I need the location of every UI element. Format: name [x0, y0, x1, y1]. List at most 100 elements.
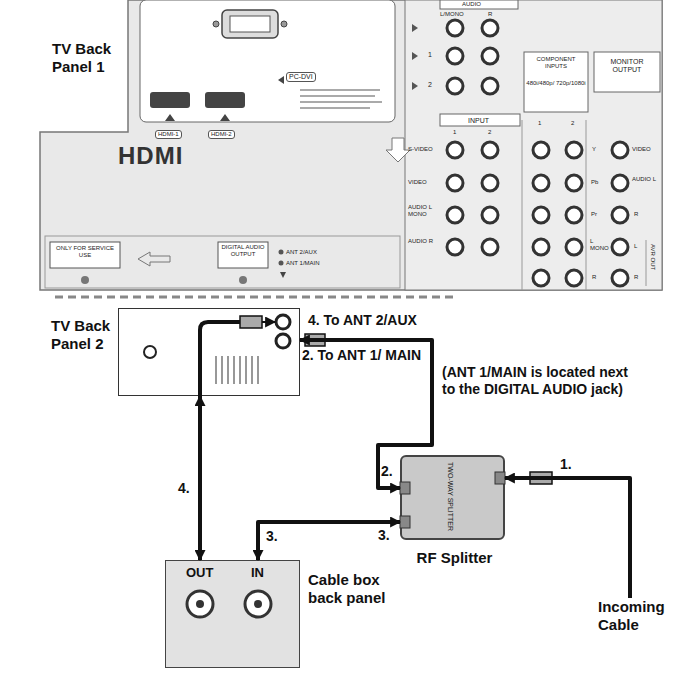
vent-slots — [216, 356, 258, 384]
hollow-arrow — [138, 252, 170, 266]
rca-jack — [566, 207, 582, 223]
panel-label: L/MONO — [440, 11, 464, 18]
rca-jack — [612, 175, 628, 191]
rca-jack — [482, 175, 498, 191]
f-connector — [530, 472, 552, 484]
coax-cable — [258, 522, 400, 560]
panel-label: 2 — [428, 81, 432, 89]
rca-jack — [482, 207, 498, 223]
step-label: 2. To ANT 1/ MAIN — [302, 347, 421, 364]
pc-input-area — [140, 0, 395, 122]
hdmi-port — [205, 92, 245, 108]
hollow-arrow — [386, 138, 410, 162]
panel-label: R — [634, 274, 638, 281]
rca-jack — [482, 239, 498, 255]
rca-jack — [612, 142, 628, 158]
rca-jack — [612, 239, 628, 255]
pointer-arrow — [280, 272, 286, 278]
cable-box: Cable box back panel — [165, 560, 300, 668]
header-box — [440, 0, 518, 9]
node-title: Cable box back panel — [308, 571, 403, 607]
rca-jack — [533, 207, 549, 223]
panel-label: AUDIO R — [408, 238, 440, 245]
panel-label: Pb — [591, 179, 598, 186]
tv-back-panel: TV Back Panel 2 — [118, 308, 300, 396]
panel-label: VIDEO — [408, 179, 440, 186]
panel-label: (ANT 1/MAIN is located next to the DIGIT… — [442, 364, 642, 398]
panel-label: 1 — [453, 129, 456, 136]
node-title: TV Back Panel 2 — [51, 317, 117, 353]
panel-label: S-VIDEO — [408, 146, 440, 153]
panel-label: HDMI-2 — [208, 130, 235, 139]
pointer-arrow — [165, 114, 230, 121]
digital-audio-box — [218, 242, 268, 268]
rca-jack — [533, 270, 549, 286]
panel-label: 2 — [571, 120, 574, 127]
panel-label: PC-DVI — [286, 72, 316, 82]
f-connector — [305, 334, 325, 346]
panel-label: 480i/480p/ 720p/1080i — [526, 80, 586, 87]
box-jack-pin — [254, 600, 262, 608]
panel-label: INPUT — [468, 117, 489, 125]
panel-label: MONITOR OUTPUT — [596, 58, 658, 73]
antenna-jack — [276, 315, 290, 329]
dvi-socket — [230, 16, 270, 32]
splitter-port — [495, 472, 505, 484]
panel-label: Y — [592, 146, 596, 153]
panel-jack — [144, 346, 156, 358]
panel-label: ONLY FOR SERVICE USE — [52, 245, 118, 258]
step-label: 1. — [560, 456, 572, 473]
rca-jack — [447, 207, 463, 223]
panel-outline — [40, 0, 662, 290]
rca-jack — [447, 239, 463, 255]
fine-print — [300, 90, 382, 108]
rca-jack — [447, 175, 463, 191]
panel-label: OUT — [186, 566, 213, 580]
node-title: RF Splitter — [392, 549, 517, 567]
antenna-jack — [276, 334, 290, 348]
panel-label: HDMI — [118, 143, 183, 169]
panel-label: TWO-WAY SPLITTER — [446, 462, 454, 531]
rca-jack — [533, 142, 549, 158]
coax-cable — [200, 322, 240, 396]
rca-jack — [612, 270, 628, 286]
ant-dot — [279, 261, 284, 266]
node-title: Incoming Cable — [598, 598, 670, 634]
rca-jack — [482, 20, 498, 36]
panel-label: R — [634, 211, 638, 218]
rca-jack — [566, 175, 582, 191]
coax-cable — [300, 340, 432, 488]
panel-label: IN — [251, 566, 264, 580]
panel-label: 3. — [266, 528, 278, 545]
box-jack-pin — [196, 600, 204, 608]
rca-jack — [482, 78, 498, 94]
panel-label: ANT 2/AUX — [286, 249, 317, 256]
panel-label: 2. — [381, 463, 393, 480]
hdmi-port — [150, 92, 190, 108]
splitter-port — [400, 516, 410, 528]
panel-label: AUDIO — [462, 1, 481, 8]
service-port — [81, 276, 89, 284]
rca-jack — [447, 78, 463, 94]
panel-label: 2 — [488, 129, 491, 136]
header-box — [440, 114, 520, 126]
panel-label: R — [488, 11, 492, 18]
header-box — [524, 52, 588, 112]
panel-label: 1 — [428, 51, 432, 59]
panel-label: ANT 1/MAIN — [286, 260, 320, 267]
header-box — [594, 52, 660, 92]
rca-jack — [612, 207, 628, 223]
panel-label: DIGITAL AUDIO OUTPUT — [220, 244, 266, 257]
rca-jack — [447, 20, 463, 36]
cable-source: Incoming Cable — [598, 598, 670, 642]
separator-dashed-line — [55, 296, 455, 299]
panel-label: L — [634, 243, 637, 250]
node-title: TV Back Panel 1 — [52, 40, 124, 76]
panel-label: AVR OUT — [649, 244, 656, 270]
step-label: 3. — [378, 527, 390, 544]
panel-label: VIDEO — [632, 146, 651, 153]
rca-jack — [566, 142, 582, 158]
panel-label: HDMI-1 — [155, 130, 182, 139]
